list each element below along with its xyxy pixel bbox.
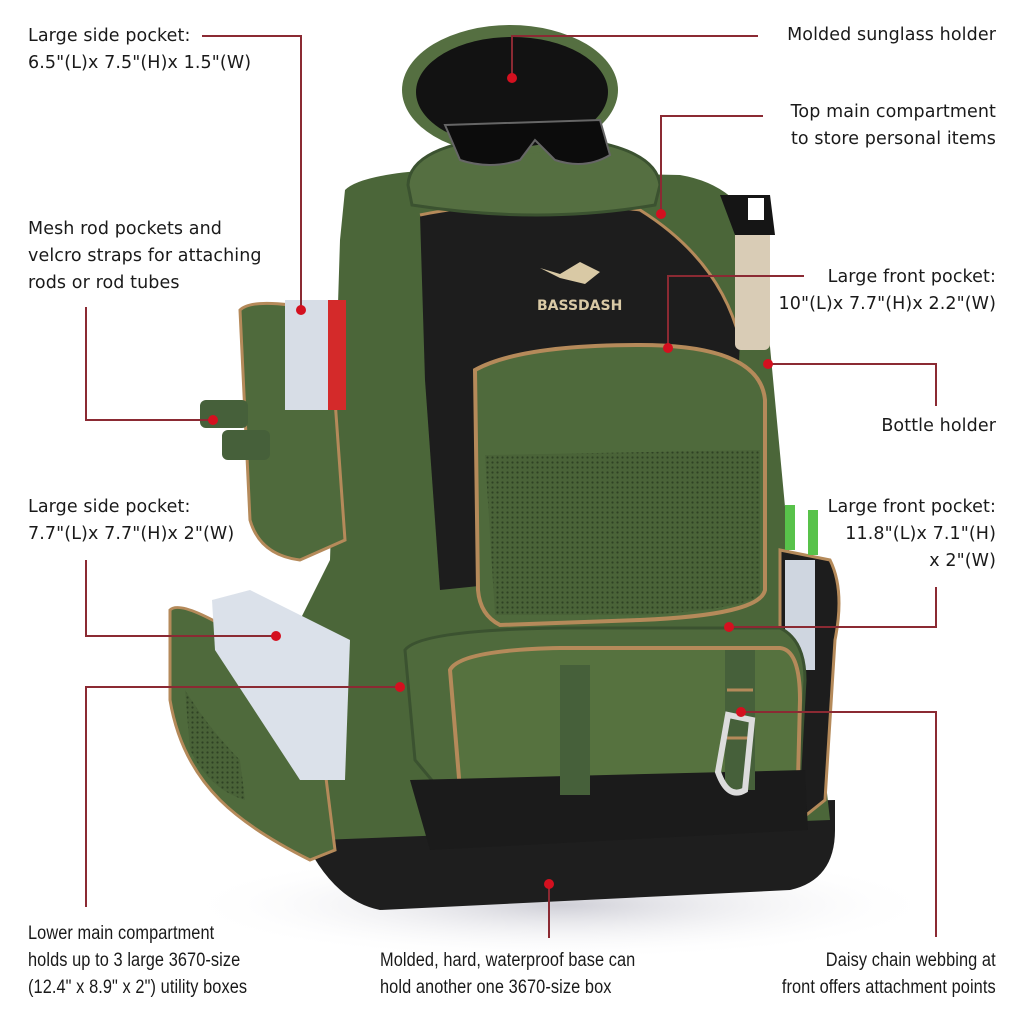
callout-front-pocket-lower: Large front pocket: 11.8"(L)x 7.1"(H) x … [827, 497, 996, 571]
mesh-pocket [485, 450, 760, 615]
daisy-chain-strap [560, 665, 590, 795]
callout-side-pocket-large: Large side pocket: 7.7"(L)x 7.7"(H)x 2"(… [28, 497, 235, 544]
lower-side-pocket [168, 606, 337, 862]
callout-dots [208, 73, 773, 889]
callout-sunglass-holder: Molded sunglass holder [787, 25, 996, 45]
callout-daisy-chain: Daisy chain webbing at front offers atta… [782, 950, 996, 998]
callout-rod-pockets: Mesh rod pockets and velcro straps for a… [28, 219, 262, 293]
callout-waterproof-base: Molded, hard, waterproof base can hold a… [380, 950, 636, 998]
tackle-box-lower [212, 590, 350, 780]
lower-front-pocket [447, 646, 803, 793]
callout-front-pocket-upper: Large front pocket: 10"(L)x 7.7"(H)x 2.2… [778, 267, 996, 314]
svg-text:BASSDASH: BASSDASH [537, 298, 622, 314]
sunglasses [443, 118, 612, 166]
callout-side-pocket-small: Large side pocket: 6.5"(L)x 7.5"(H)x 1.5… [28, 26, 252, 73]
bassdash-logo: BASSDASH [537, 262, 622, 314]
callout-top-main-compartment: Top main compartment to store personal i… [790, 102, 996, 149]
callout-lower-main-compartment: Lower main compartment holds up to 3 lar… [28, 923, 248, 998]
carabiner [714, 711, 756, 796]
callout-bottle-holder: Bottle holder [881, 416, 996, 436]
